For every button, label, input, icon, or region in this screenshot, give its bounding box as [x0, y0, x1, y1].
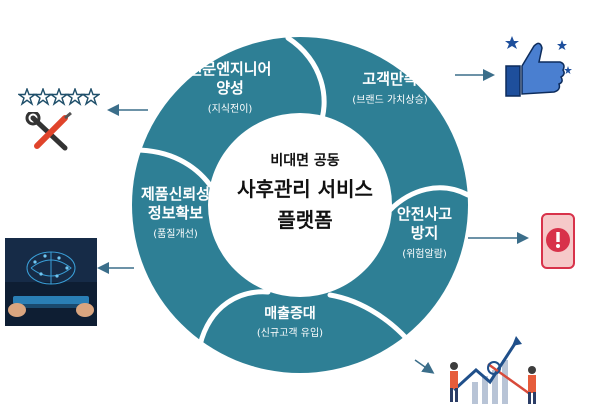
- alert-phone-icon: [541, 213, 575, 269]
- ring-inner: [208, 113, 392, 297]
- arrow-to-growth: [414, 359, 435, 374]
- segment-dividers: [132, 35, 471, 358]
- center-title: 비대면 공동 사후관리 서비스 플랫폼: [210, 150, 400, 233]
- center-line-2: 사후관리 서비스: [237, 177, 373, 201]
- five-star-rating-icon: [18, 88, 100, 106]
- segment-customer-satisfaction: 고객만족 (브랜드 가치상승): [335, 70, 445, 110]
- segment-title-line: 매출증대: [264, 306, 316, 322]
- segment-title-line: 방지: [410, 224, 439, 242]
- segment-title-line: 고객만족: [362, 70, 418, 88]
- segment-sales-growth: 매출증대 (신규고객 유입): [230, 305, 350, 343]
- segment-subtitle: (지식전이): [207, 104, 253, 115]
- center-line-3: 플랫폼: [277, 208, 333, 232]
- segment-accident-prevention: 안전사고 방지 (위험알람): [382, 205, 467, 264]
- segment-subtitle: (브랜드 가치상승): [352, 95, 428, 106]
- segment-title-line: 양성: [216, 79, 244, 97]
- center-line-1: 비대면 공동: [270, 153, 340, 169]
- segment-subtitle: (위험알람): [402, 249, 447, 260]
- segment-title-line: 정보확보: [147, 204, 204, 222]
- thumbs-up-icon: [505, 36, 572, 97]
- segment-product-reliability: 제품신뢰성 정보확보 (품질개선): [128, 185, 223, 244]
- growth-chart-people-icon: [450, 336, 536, 404]
- segment-title-line: 안전사고: [396, 205, 453, 223]
- segment-title-line: 제품신뢰성: [140, 185, 210, 203]
- segment-subtitle: (신규고객 유입): [256, 328, 324, 339]
- segment-title-line: 전문엔지니어: [188, 60, 272, 78]
- segment-subtitle: (품질개선): [153, 229, 198, 240]
- ai-brain-tablet-icon: [5, 238, 97, 326]
- segment-engineer-training: 전문엔지니어 양성 (지식전이): [175, 60, 285, 119]
- connector-arrows: [97, 69, 529, 374]
- wrench-screwdriver-icon: [25, 112, 72, 151]
